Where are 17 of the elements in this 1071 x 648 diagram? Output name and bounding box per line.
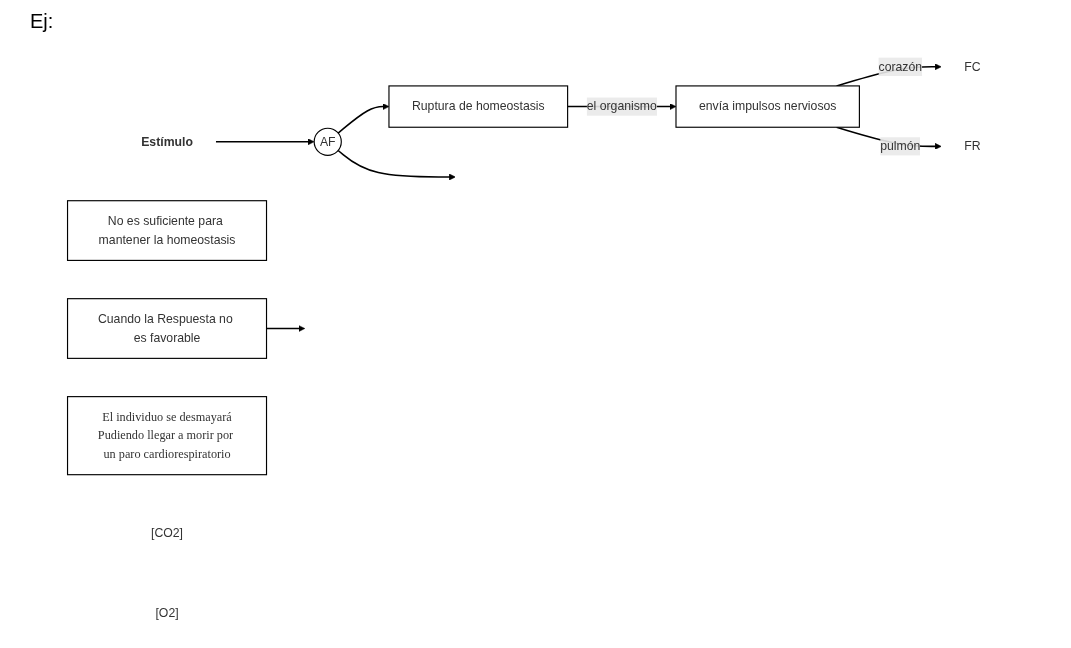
node-text: FR — [964, 139, 981, 153]
node-box: El individuo se desmayará Pudiendo llegar a morir por un paro cardiorespiratorio — [66, 396, 268, 476]
node-text: Estímulo — [141, 134, 193, 148]
arrow — [215, 138, 315, 146]
node-box: Cuando la Respuesta no es favorable — [66, 298, 268, 359]
edge-label: el organismo — [586, 99, 657, 113]
node-box: No es suficiente para mantener la homeostasis — [66, 200, 268, 261]
node-text: [O2] — [155, 606, 179, 620]
node-text: [CO2] — [151, 526, 184, 540]
edge-label: pulmón — [880, 139, 921, 153]
node-box: Ruptura de homeostasis — [388, 85, 569, 128]
edge-label: corazón — [878, 59, 923, 73]
example-label: Ej: — [30, 10, 54, 32]
node-text: FC — [964, 59, 981, 73]
node-box: envía impulsos nerviosos — [675, 85, 860, 128]
node-circle: AF — [313, 127, 342, 156]
arrow — [337, 149, 456, 181]
